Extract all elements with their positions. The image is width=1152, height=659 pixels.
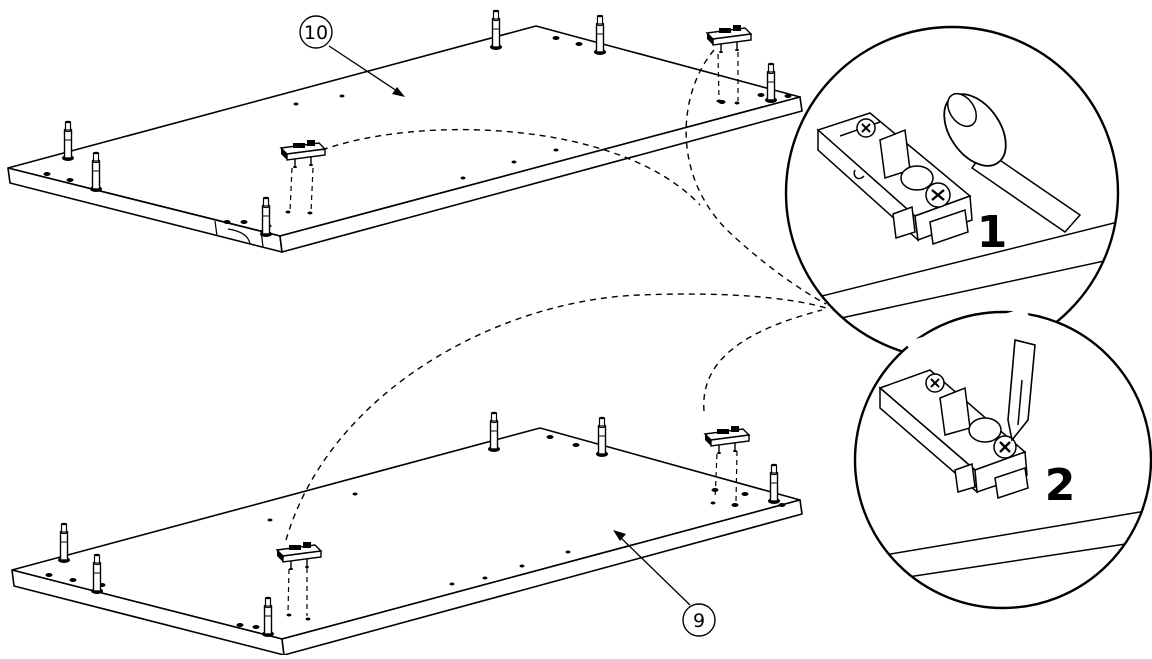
panel-10-guides <box>289 52 739 213</box>
callout-10-label: 10 <box>304 22 328 44</box>
detail-step-2: 2 <box>853 310 1152 610</box>
leader-upper-left <box>321 128 701 206</box>
panel-10 <box>7 25 803 253</box>
detail-step-1: 1 <box>784 25 1120 361</box>
panel-9 <box>11 427 803 656</box>
callout-10: 10 <box>299 15 405 97</box>
panel-9-guides <box>287 450 738 616</box>
step-2-label: 2 <box>1045 460 1076 511</box>
detail-neck <box>905 308 1030 350</box>
leader-lower-right <box>703 309 823 412</box>
panel-9-holes <box>45 435 786 629</box>
step-1-label: 1 <box>977 207 1008 258</box>
leader-upper-right <box>685 49 827 305</box>
leader-curves <box>285 49 827 541</box>
callout-9-label: 9 <box>693 610 705 632</box>
callout-9: 9 <box>613 530 716 637</box>
